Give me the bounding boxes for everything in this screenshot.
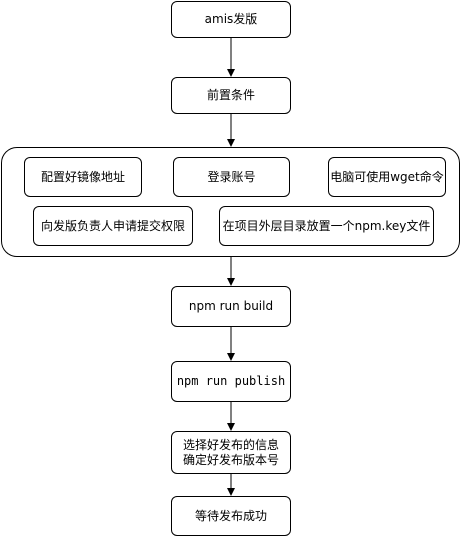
- step-select-info: 选择好发布的信息 确定好发布版本号: [171, 431, 291, 474]
- condition-request-permission: 向发版负责人申请提交权限: [33, 206, 193, 246]
- condition-wget-command: 电脑可使用wget命令: [328, 157, 446, 197]
- select-info-line-1: 选择好发布的信息: [182, 437, 279, 452]
- condition-mirror-address: 配置好镜像地址: [24, 157, 142, 197]
- step-npm-run-publish: npm run publish: [171, 361, 291, 402]
- select-info-line-2: 确定好发布版本号: [182, 452, 279, 467]
- step-prerequisites: 前置条件: [171, 77, 291, 114]
- condition-login-account: 登录账号: [173, 157, 290, 197]
- step-wait-success: 等待发布成功: [171, 496, 291, 536]
- condition-npm-key-file: 在项目外层目录放置一个npm.key文件: [219, 206, 434, 246]
- step-npm-run-build: npm run build: [171, 286, 291, 327]
- step-release: amis发版: [171, 1, 291, 38]
